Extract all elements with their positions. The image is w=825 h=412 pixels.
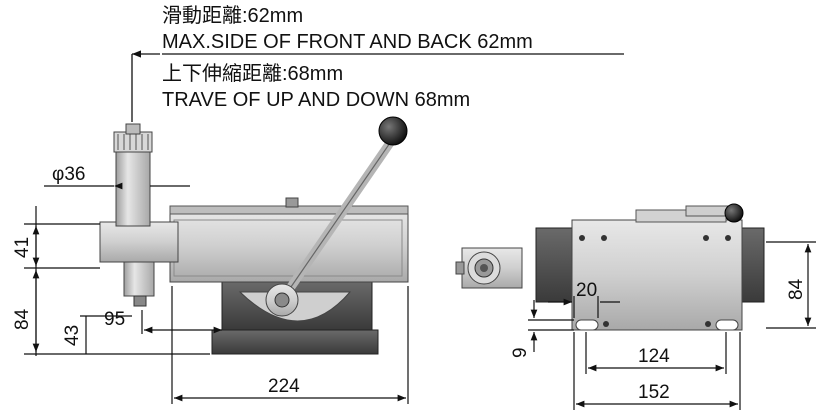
dim-height-lower: 84 — [12, 308, 33, 330]
travel-distance-en: TRAVE OF UP AND DOWN 68mm — [162, 89, 471, 111]
travel-distance-cn: 上下伸縮距離:68mm — [162, 63, 344, 85]
dim-height-base: 43 — [62, 325, 83, 346]
dim-diameter: φ36 — [52, 164, 85, 185]
slide-distance-en: MAX.SIDE OF FRONT AND BACK 62mm — [162, 31, 533, 53]
note-leader — [131, 50, 624, 122]
dim-offset: 95 — [104, 309, 125, 330]
dim-length: 224 — [268, 376, 300, 397]
dimension-lines — [24, 186, 816, 410]
dim-slot-width: 20 — [576, 280, 597, 301]
dim-slot-offset: 9 — [510, 347, 531, 358]
dim-slot-pitch: 124 — [638, 346, 670, 367]
dim-height-upper: 41 — [12, 237, 33, 258]
dim-side-height: 84 — [786, 278, 807, 300]
slide-distance-cn: 滑動距離:62mm — [162, 5, 304, 27]
front-view-clamp — [99, 116, 409, 355]
dim-base-width: 152 — [638, 382, 670, 403]
side-view-clamp — [455, 203, 765, 331]
